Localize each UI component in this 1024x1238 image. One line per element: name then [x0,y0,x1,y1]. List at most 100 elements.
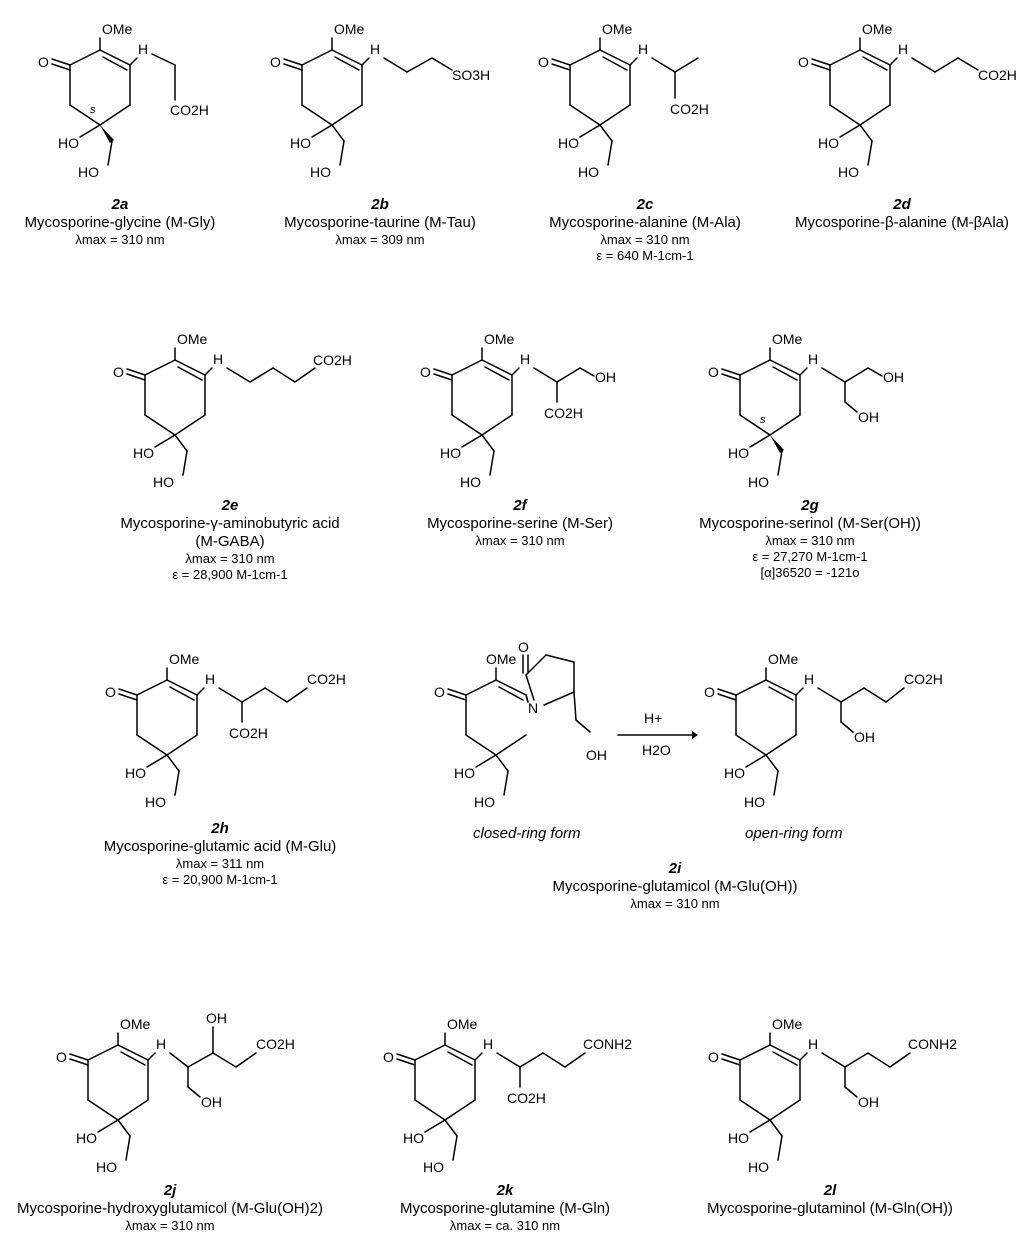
bond [126,368,146,376]
cyclohexenone-ring [433,347,520,436]
caption-2c: 2c Mycosporine-alanine (M-Ala) λmax = 31… [515,196,775,264]
co2h-label: CO2H [670,101,709,117]
bond [769,414,801,436]
structure-2i-open: OMe O H CO2H OH HO HO [704,651,943,810]
bond [889,57,898,66]
compound-prop: λmax = 310 nm [185,551,275,566]
bond [772,1051,798,1066]
ho-label: HO [78,164,99,180]
caption-2k: 2k Mycosporine-glutamine (M-Gln) λmax = … [370,1182,640,1234]
co2h-label: CO2H [544,405,583,421]
bond [599,49,631,66]
compound-prop: λmax = 310 nm [475,533,565,548]
compound-id: 2k [496,1182,514,1199]
ho-label: HO [748,1159,769,1175]
oh-label: OH [858,1094,879,1110]
compound-id: 2d [893,196,911,213]
bond [396,1053,416,1061]
nh-label: H [898,41,908,57]
cyclohexenone-ring [717,667,804,756]
compound-name: Mycosporine-β-alanine (M-βAla) [795,214,1009,231]
nh-label: H [156,1036,166,1052]
bond [465,679,497,696]
cyclohexenone-ring [396,1032,483,1121]
compound-name-abbr: (M-GABA) [195,533,265,550]
oh-label: OH [883,369,904,385]
nh-label: H [808,1036,818,1052]
bond [69,1058,89,1066]
ome-label: OMe [177,331,208,347]
conh2-label: CONH2 [908,1036,957,1052]
compound-name: Mycosporine-glutamine (M-Gln) [399,1200,611,1217]
bond [301,104,333,126]
compound-id: 2j [163,1182,177,1199]
co2h-label: CO2H [229,725,268,741]
bond [602,56,628,71]
bond [447,1051,473,1066]
ho-label: HO [748,474,769,490]
bond [765,734,797,756]
bond [599,104,631,126]
caption-2e: 2e Mycosporine-γ-aminobutyric acid (M-GA… [80,497,380,583]
compound-name: Mycosporine-glycine (M-Gly) [24,214,216,231]
compound-prop: ε = 28,900 M-1cm-1 [172,567,288,582]
ho-label: HO [558,135,579,151]
caption-2i: 2i Mycosporine-glutamicol (M-Glu(OH)) λm… [520,860,830,912]
bond [765,679,797,696]
compound-id: 2i [668,860,682,877]
bond [829,49,861,66]
oxo-label: O [420,364,431,380]
ho-label: HO [460,474,481,490]
cyclohexenone-ring [118,667,205,756]
bond [451,414,483,436]
ho-label: HO [290,135,311,151]
oh-label: OH [586,747,607,763]
bond [87,1099,119,1121]
ho-label: HO [423,1159,444,1175]
cyclohexenone-ring [447,667,529,756]
bond [69,49,101,66]
ome-label: OMe [486,651,517,667]
ho-label: HO [724,765,745,781]
stereo-label: s [90,104,96,116]
bond [136,734,168,756]
bond [102,56,128,71]
ho-label: HO [96,1159,117,1175]
oh-label: OH [595,369,616,385]
bond [433,368,453,376]
ome-label: OMe [484,331,515,347]
compound-prop: λmax = 310 nm [765,533,855,548]
caption-2f: 2f Mycosporine-serine (M-Ser) λmax = 310… [390,497,650,549]
compound-name: Mycosporine-glutamicol (M-Glu(OH)) [552,878,798,895]
bond [283,58,303,66]
cyclohexenone-ring [51,37,138,126]
co2h-label: CO2H [307,671,346,687]
compound-prop: ε = 20,900 M-1cm-1 [162,872,278,887]
oxo-label: O [708,1049,719,1065]
open-ring-label: open-ring form [745,825,843,842]
bond [117,1099,149,1121]
nh-label: H [370,41,380,57]
bond [799,367,808,376]
bond [129,57,138,66]
ome-label: OMe [120,1016,151,1032]
oxo-label: O [383,1049,394,1065]
compound-prop: λmax = 310 nm [600,232,690,247]
cyclohexenone-ring [283,37,370,126]
bond [829,104,861,126]
bond [144,414,176,436]
bond [769,1099,801,1121]
bond [451,359,483,376]
caption-2d: 2d Mycosporine-β-alanine (M-βAla) [782,196,1022,232]
bond [117,1044,149,1061]
ho-label: HO [578,164,599,180]
compound-name: Mycosporine-taurine (M-Tau) [284,214,476,231]
compound-prop: λmax = 309 nm [335,232,425,247]
ome-label: OMe [102,21,133,37]
nh-label: H [638,41,648,57]
caption-2a: 2a Mycosporine-glycine (M-Gly) λmax = 31… [0,196,240,248]
ho-label: HO [818,135,839,151]
bond [118,688,138,696]
bond [629,57,638,66]
bond [739,359,771,376]
